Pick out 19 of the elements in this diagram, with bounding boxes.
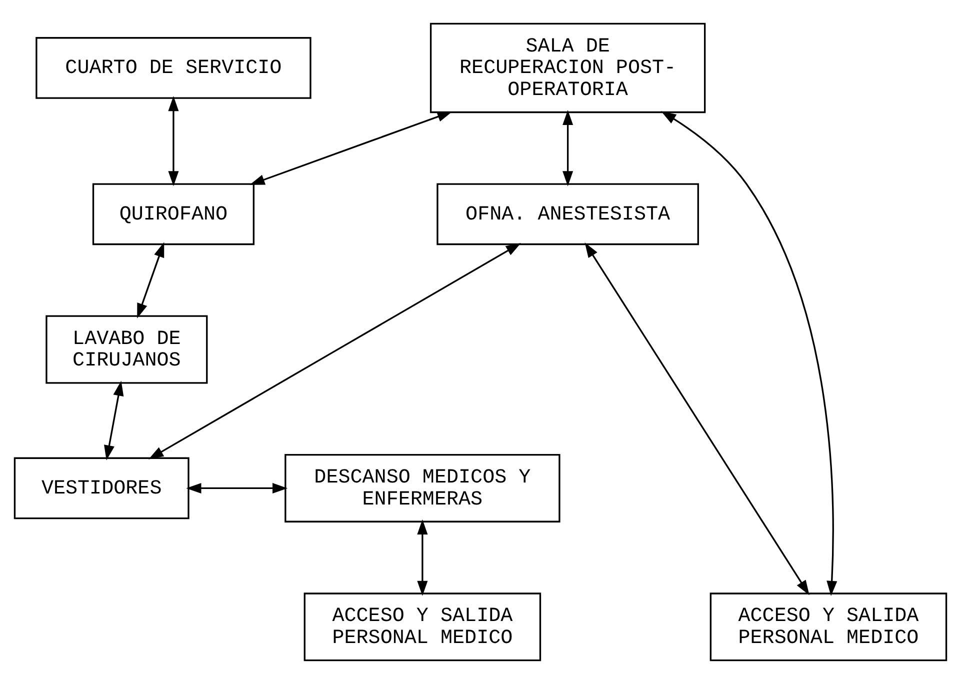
node-box: SALA DE RECUPERACION POST-OPERATORIA (430, 22, 706, 114)
arrow (584, 242, 810, 596)
node-box: QUIROFANO (92, 183, 254, 246)
arrow (148, 243, 521, 460)
arrow (417, 519, 428, 596)
node-box: VESTIDORES (14, 457, 190, 520)
node-box: ACCESO Y SALIDA PERSONAL MEDICO (710, 592, 948, 662)
arrow (137, 242, 164, 318)
node-box: OFNA. ANESTESISTA (436, 183, 699, 246)
arrow (168, 96, 179, 186)
node-box: DESCANSO MEDICOS Y ENFERMERAS (284, 454, 560, 522)
node-box: ACCESO Y SALIDA PERSONAL MEDICO (304, 592, 542, 662)
arrow (661, 111, 838, 596)
arrow (104, 380, 124, 460)
arrow (562, 110, 574, 186)
node-box: CUARTO DE SERVICIO (36, 37, 312, 99)
node-box: LAVABO DE CIRUJANOS (46, 315, 208, 384)
arrow (250, 111, 452, 185)
arrow (186, 482, 288, 494)
